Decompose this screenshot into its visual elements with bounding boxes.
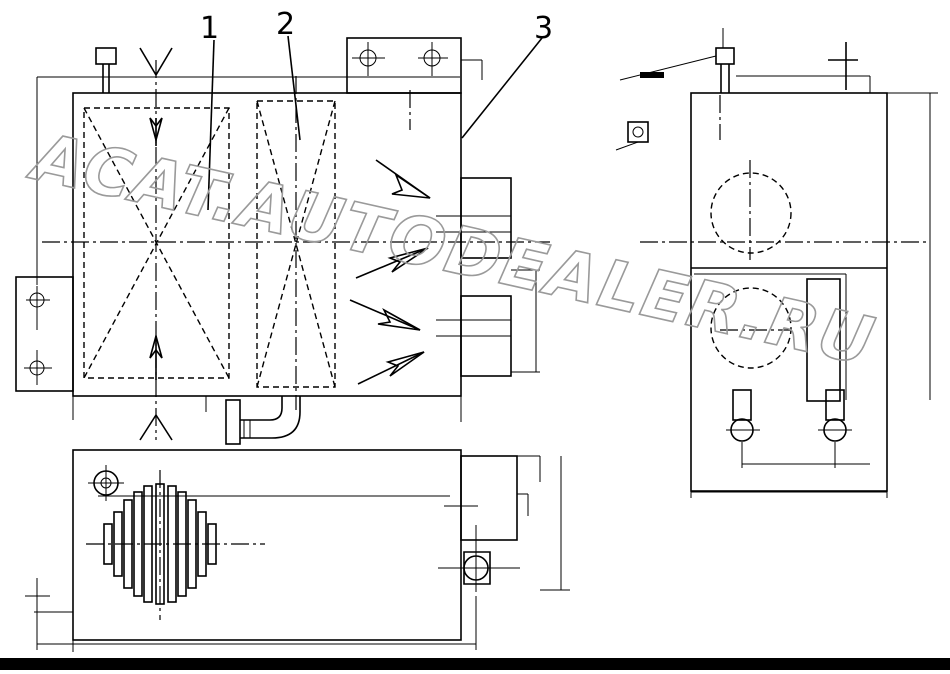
callout-2: 2 [276,7,295,42]
inspection-port-upper [710,172,792,254]
top-mount-bracket [346,37,462,94]
heating-element-1 [83,107,230,379]
bottom-border [0,658,950,670]
side-view [615,28,938,498]
inspection-port-lower [710,287,792,369]
label-plate [640,72,664,78]
tank-body-top [72,449,462,641]
temperature-sensor [95,47,117,65]
plug-detail [627,121,649,143]
callout-leaders [207,35,543,211]
side-sensor [715,47,735,65]
side-box-top [460,455,518,541]
outlet-upper [460,177,512,259]
callout-3: 3 [534,11,553,46]
heating-element-2 [256,100,336,388]
tank-body-side [690,92,888,492]
drain-pipe [240,396,283,421]
level-gauge [806,278,841,402]
left-mount-bracket [15,276,74,392]
flow-arrows [349,159,431,385]
top-view [25,449,570,652]
front-view [15,37,550,445]
callout-1: 1 [200,11,219,46]
watermark: ACAT.AUTODEALER.RU [22,117,883,381]
